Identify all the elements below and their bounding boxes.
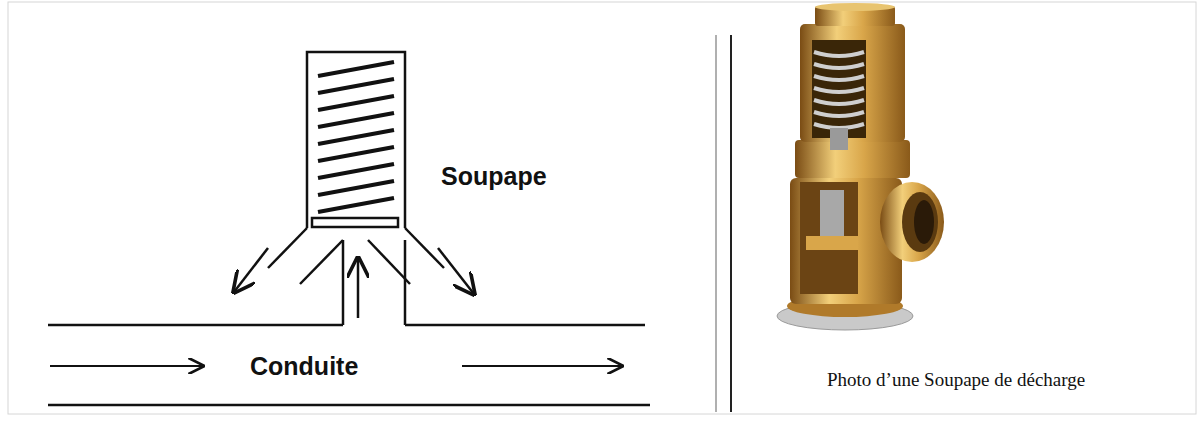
outlet-wall bbox=[368, 240, 410, 284]
spring-symbol bbox=[318, 62, 394, 212]
flow-arrow bbox=[357, 258, 360, 318]
outer-frame bbox=[8, 2, 1196, 414]
flow-arrow bbox=[234, 248, 268, 292]
inlet-wall bbox=[404, 240, 407, 325]
pipe-wall bbox=[48, 324, 343, 327]
outlet-wall bbox=[300, 240, 343, 284]
flow-arrow bbox=[438, 248, 474, 294]
divider-line bbox=[715, 35, 717, 412]
photo-caption: Photo d’une Soupape de décharge bbox=[827, 369, 1085, 391]
pipe-wall bbox=[48, 404, 650, 407]
pipe-wall bbox=[405, 324, 645, 327]
divider-line bbox=[730, 35, 732, 412]
valve-disc bbox=[312, 218, 398, 227]
outlet-wall bbox=[268, 228, 307, 268]
flow-arrow bbox=[50, 365, 203, 367]
valve-body bbox=[307, 52, 405, 228]
valve-photo bbox=[777, 3, 944, 330]
pipe-label: Conduite bbox=[250, 352, 358, 381]
inlet-wall bbox=[342, 240, 345, 325]
flow-arrow bbox=[462, 365, 622, 367]
part-label: Soupape bbox=[441, 162, 547, 191]
valve-schematic bbox=[48, 52, 650, 405]
